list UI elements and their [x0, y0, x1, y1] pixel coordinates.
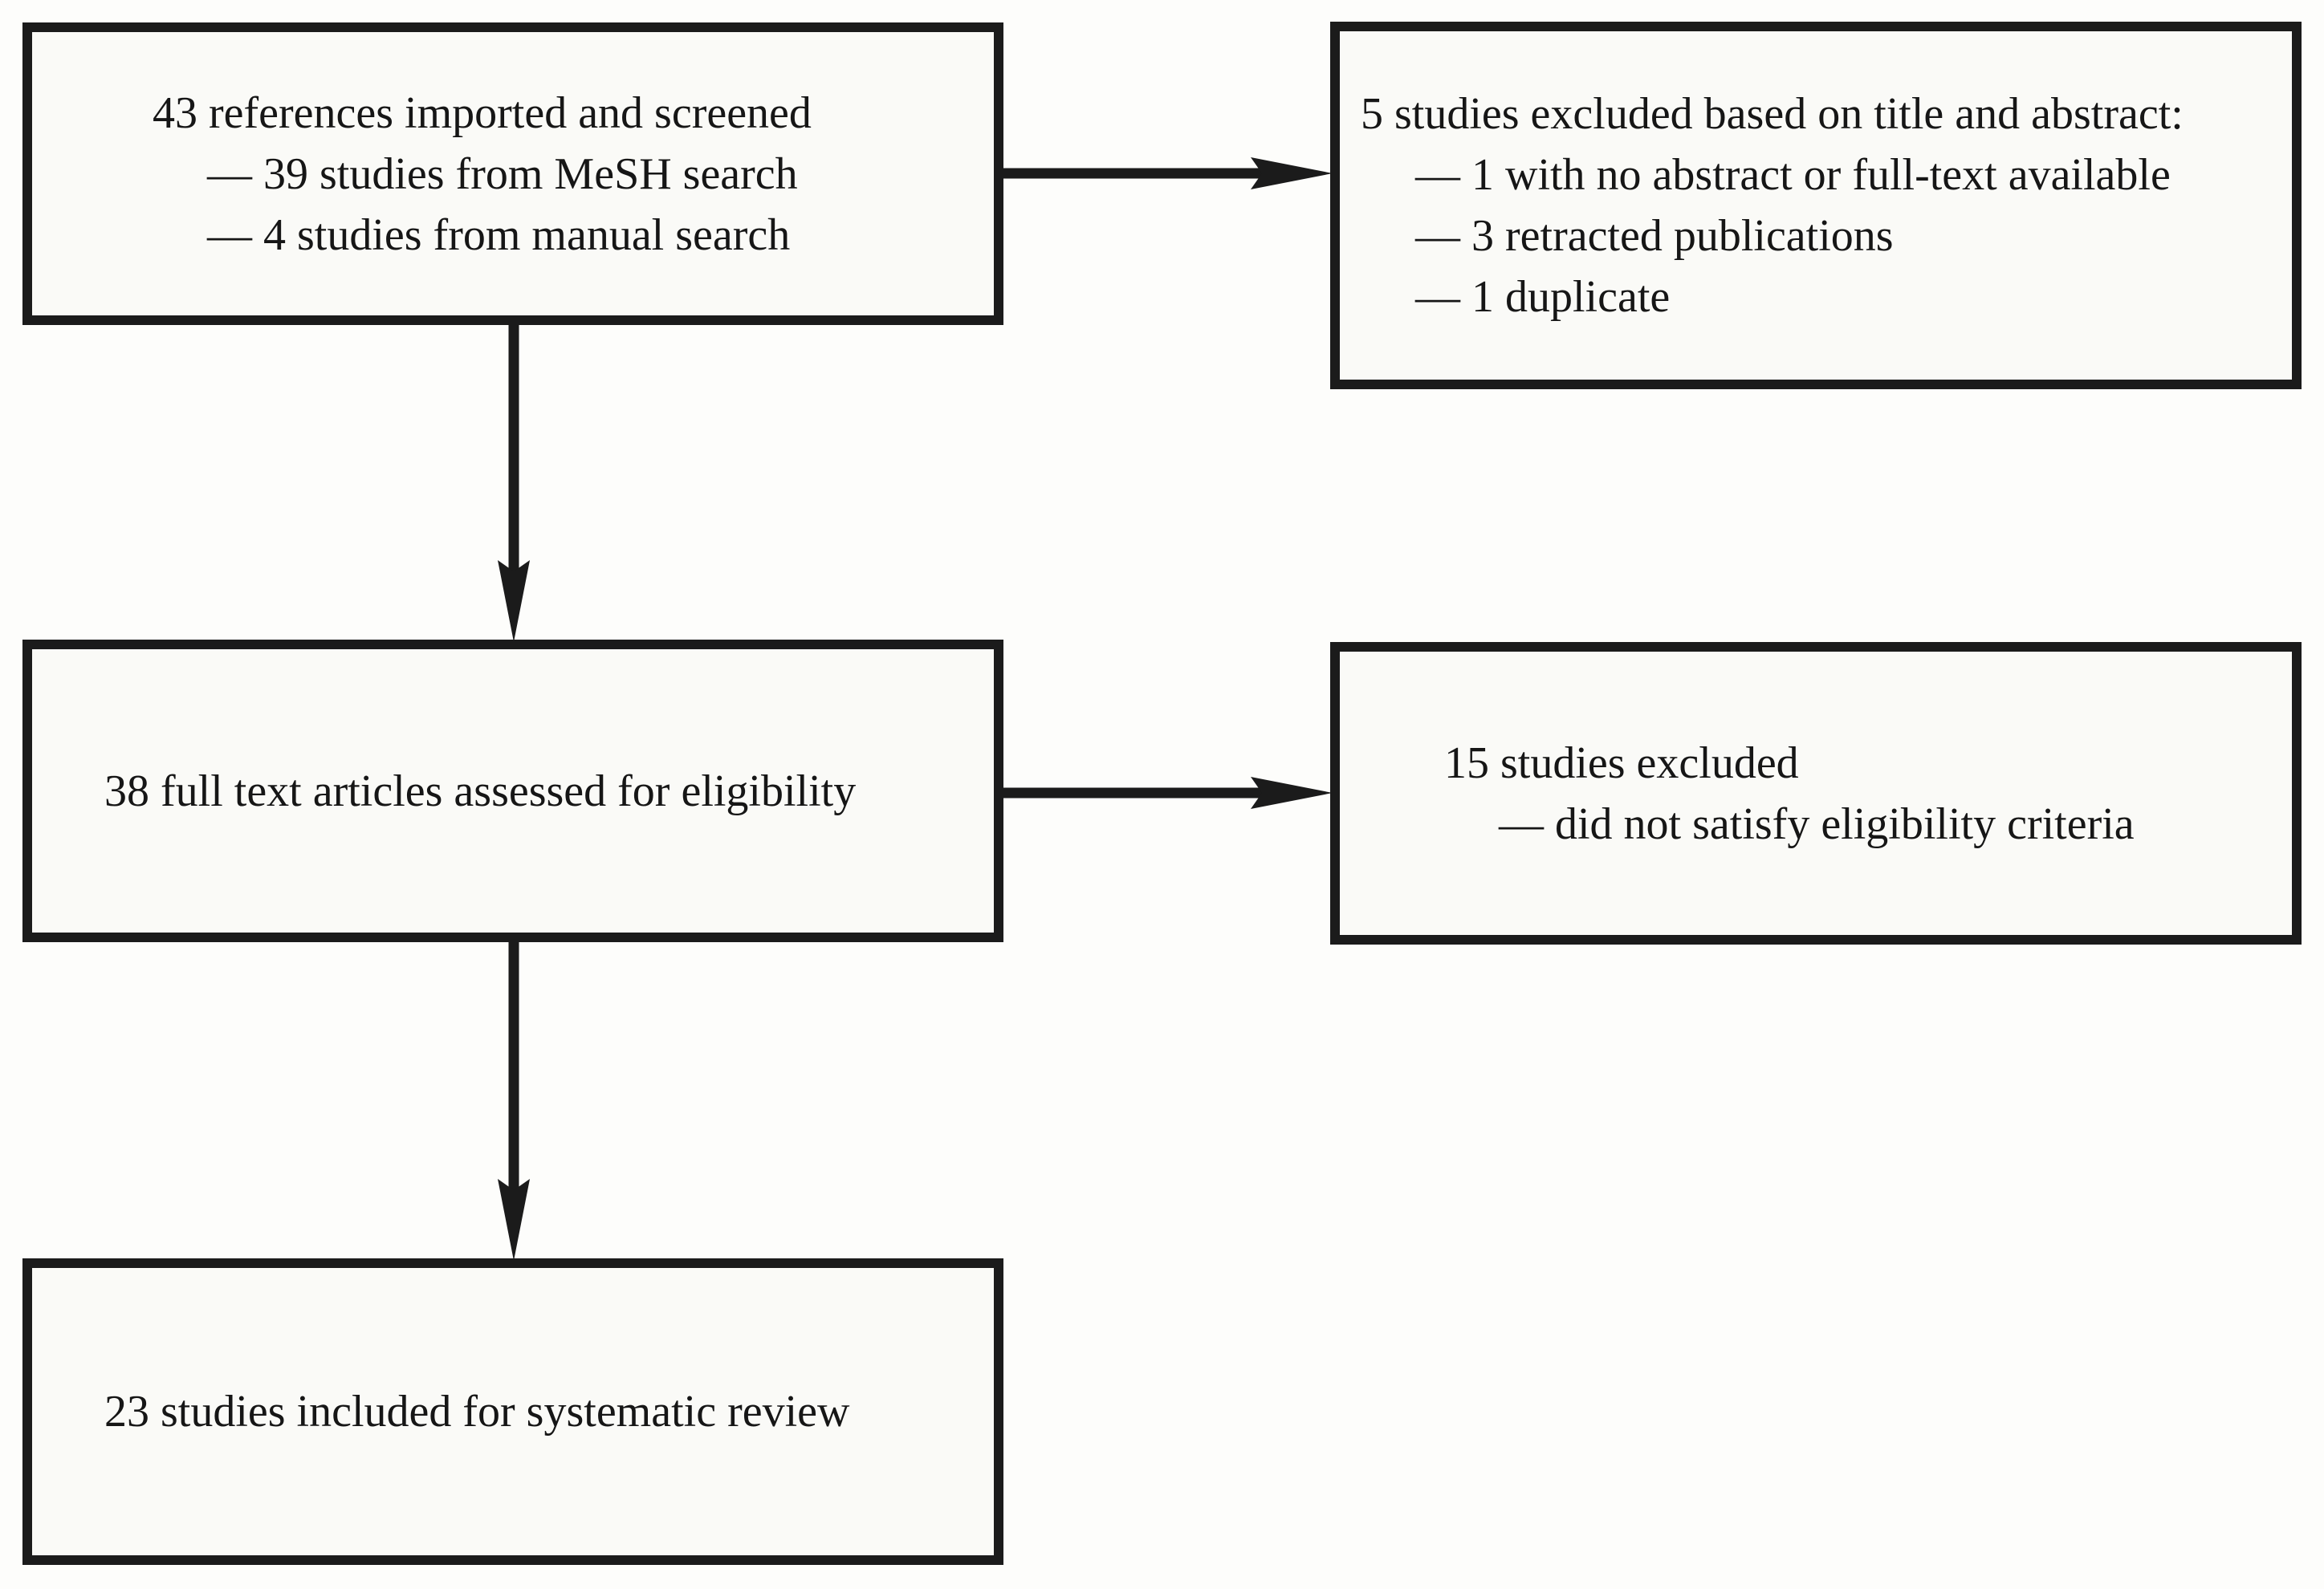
arrow-imported-to-screening-exclusion [1000, 157, 1333, 189]
box-excluded-title-abstract: 5 studies excluded based on title and ab… [1330, 22, 2302, 389]
box-text-line: — 39 studies from MeSH search [207, 148, 798, 199]
box-text-line: 15 studies excluded [1444, 738, 1799, 788]
box-text-line: — did not satisfy eligibility criteria [1499, 799, 2135, 849]
arrow-fulltext-to-eligibility-exclusion [1000, 777, 1333, 809]
box-excluded-eligibility: 15 studies excluded — did not satisfy el… [1330, 642, 2302, 945]
box-full-text-assessed: 38 full text articles assessed for eligi… [22, 640, 1003, 942]
arrow-imported-to-fulltext [498, 323, 530, 642]
box-text-line: — 3 retracted publications [1415, 211, 1894, 261]
box-text-line: — 1 with no abstract or full-text availa… [1415, 150, 2171, 200]
box-text-line: 43 references imported and screened [153, 87, 812, 138]
box-text-line: — 1 duplicate [1415, 272, 1671, 322]
box-text-line: 5 studies excluded based on title and ab… [1361, 89, 2184, 139]
box-text-line: — 4 studies from manual search [207, 209, 791, 260]
box-text-line: 23 studies included for systematic revie… [104, 1387, 850, 1437]
arrow-fulltext-to-included [498, 941, 530, 1261]
box-references-imported: 43 references imported and screened — 39… [22, 22, 1003, 325]
box-text-line: 38 full text articles assessed for eligi… [104, 766, 857, 816]
box-included-systematic-review: 23 studies included for systematic revie… [22, 1258, 1003, 1565]
